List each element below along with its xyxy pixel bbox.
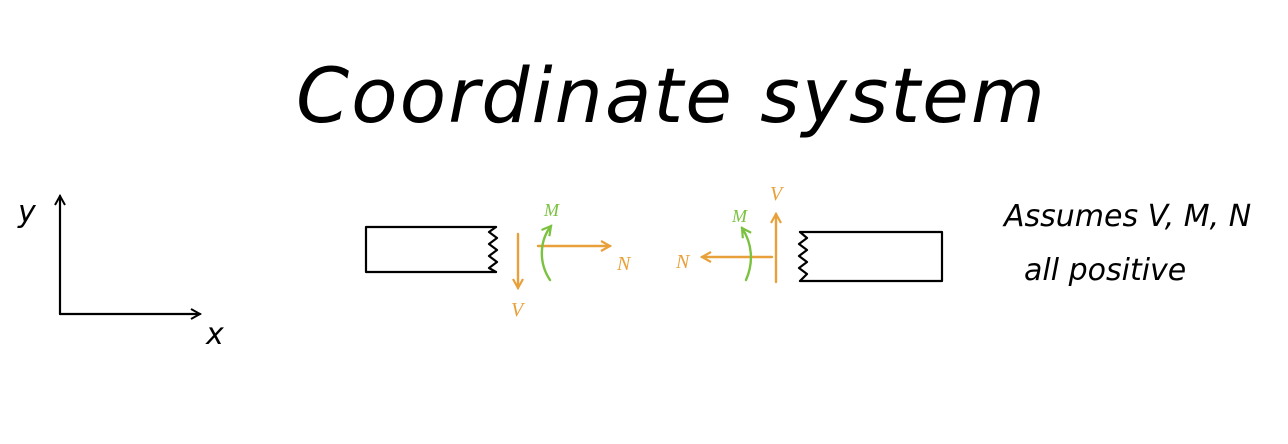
right-beam-section: V N M (675, 183, 944, 284)
left-shear-label: V (511, 299, 526, 321)
left-beam-section: V N M (364, 200, 632, 321)
x-axis-label: x (205, 317, 224, 352)
right-normal-label: N (675, 251, 691, 273)
right-cut-jagged-edge (797, 230, 809, 283)
axes: y x (17, 195, 224, 352)
note-line-1: Assumes V, M, N (1002, 199, 1251, 234)
note-line-2: all positive (1024, 253, 1186, 288)
left-moment-label: M (543, 200, 560, 220)
right-moment-arrow (742, 228, 753, 282)
sign-convention-note: Assumes V, M, N all positive (1002, 199, 1251, 288)
left-cut-jagged-edge (487, 225, 499, 274)
left-moment-arrow (540, 226, 551, 282)
left-normal-label: N (616, 253, 632, 275)
left-beam-outline (364, 225, 498, 274)
right-moment-label: M (731, 206, 748, 226)
right-shear-label: V (770, 183, 785, 205)
y-axis-label: y (17, 195, 37, 230)
right-beam-outline (798, 230, 944, 283)
page-title: Coordinate system (296, 51, 1047, 140)
